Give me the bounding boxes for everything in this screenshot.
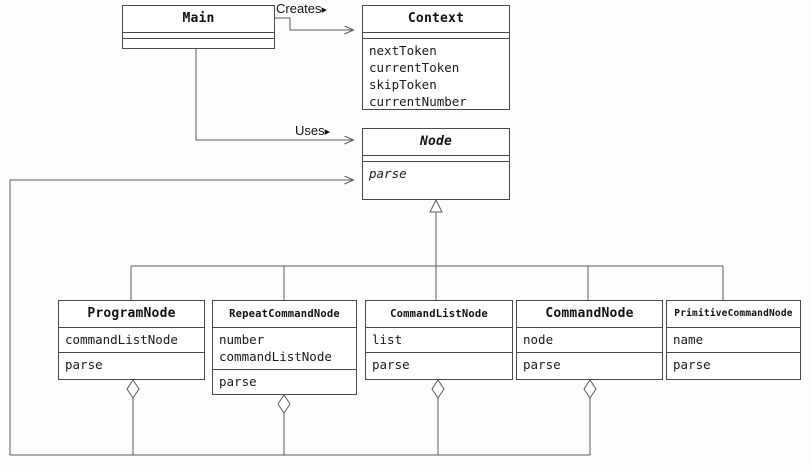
class-operations-primitive-command-node: parse: [667, 353, 800, 377]
class-title-repeat-command-node: RepeatCommandNode: [213, 301, 356, 328]
class-attributes-repeat-command-node: number commandListNode: [213, 328, 356, 370]
class-title-command-list-node: CommandListNode: [366, 301, 512, 328]
class-box-primitive-command-node[interactable]: PrimitiveCommandNode name parse: [666, 300, 801, 380]
class-title-node: Node: [363, 129, 509, 156]
class-attributes-context: [363, 33, 509, 39]
class-title-context: Context: [363, 6, 509, 33]
class-operations-command-node: parse: [517, 353, 662, 377]
class-title-program-node: ProgramNode: [59, 301, 204, 328]
class-attributes-program-node: commandListNode: [59, 328, 204, 353]
operation-row: currentToken: [369, 60, 460, 75]
operation-row: parse: [673, 357, 711, 372]
class-title-main: Main: [123, 6, 274, 33]
attribute-row: node: [523, 332, 554, 347]
class-box-program-node[interactable]: ProgramNode commandListNode parse: [58, 300, 205, 380]
class-attributes-main: [123, 33, 274, 39]
attribute-row: commandListNode: [219, 349, 332, 364]
operation-row: parse: [372, 357, 410, 372]
class-box-repeat-command-node[interactable]: RepeatCommandNode number commandListNode…: [212, 300, 357, 395]
class-box-node[interactable]: Node parse: [362, 128, 510, 200]
creates-connector: [275, 17, 353, 30]
class-box-command-list-node[interactable]: CommandListNode list parse: [365, 300, 513, 380]
edge-label-creates: Creates▸: [276, 1, 327, 16]
class-attributes-command-node: node: [517, 328, 662, 353]
class-operations-node: parse: [363, 162, 509, 186]
attribute-row: list: [372, 332, 403, 347]
attribute-row: number: [219, 332, 265, 347]
uses-label-text: Uses: [295, 123, 325, 138]
uses-arrow-marker: ▸: [324, 126, 331, 138]
operation-row: parse: [65, 357, 103, 372]
generalization-tree: [130, 198, 724, 300]
creates-arrow-marker: ▸: [321, 4, 328, 16]
attribute-row: commandListNode: [65, 332, 178, 347]
operation-row: parse: [369, 166, 407, 181]
operation-row: currentNumber: [369, 94, 467, 109]
class-attributes-primitive-command-node: name: [667, 328, 800, 353]
class-box-main[interactable]: Main: [122, 5, 275, 49]
class-box-context[interactable]: Context nextToken currentToken skipToken…: [362, 5, 510, 110]
class-operations-repeat-command-node: parse: [213, 370, 356, 394]
class-operations-program-node: parse: [59, 353, 204, 377]
class-title-primitive-command-node: PrimitiveCommandNode: [667, 301, 800, 328]
class-operations-context: nextToken currentToken skipToken current…: [363, 39, 509, 114]
class-operations-command-list-node: parse: [366, 353, 512, 377]
class-attributes-node: [363, 156, 509, 162]
attribute-row: name: [673, 332, 704, 347]
class-attributes-command-list-node: list: [366, 328, 512, 353]
class-operations-main: [123, 39, 274, 45]
class-box-command-node[interactable]: CommandNode node parse: [516, 300, 663, 380]
operation-row: skipToken: [369, 77, 437, 92]
operation-row: nextToken: [369, 43, 437, 58]
creates-label-text: Creates: [276, 1, 322, 16]
class-title-command-node: CommandNode: [517, 301, 662, 328]
operation-row: parse: [219, 374, 257, 389]
edge-label-uses: Uses▸: [295, 123, 330, 138]
operation-row: parse: [523, 357, 561, 372]
